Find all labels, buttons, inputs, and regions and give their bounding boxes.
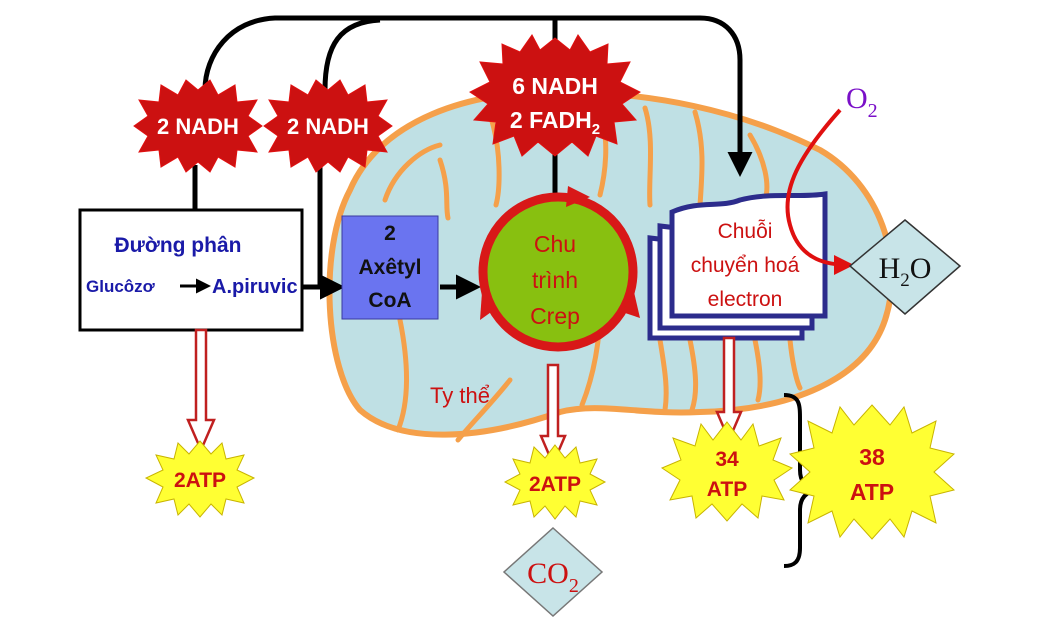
krebs-products-line2: 2 FADH2 bbox=[510, 107, 600, 138]
atp-star-glycolysis bbox=[144, 440, 256, 518]
atp-etc-line2: ATP bbox=[707, 478, 747, 501]
mitochondrion-label: Ty thể bbox=[430, 383, 490, 408]
glucose-label: Glucôzơ bbox=[86, 277, 156, 296]
krebs-products-star bbox=[469, 34, 641, 157]
acetyl-coa-line1: 2 bbox=[384, 222, 396, 245]
nadh-acetyl-label: 2 NADH bbox=[287, 114, 369, 139]
acetyl-coa-line2: Axêtyl bbox=[358, 256, 421, 279]
etc-line1: Chuỗi bbox=[718, 220, 773, 243]
krebs-cycle-arrowheads bbox=[480, 186, 640, 320]
water-label: H2O bbox=[879, 252, 932, 291]
co2-label: CO2 bbox=[527, 557, 579, 597]
atp-star-total bbox=[788, 404, 956, 540]
pyruvic-acid-label: A.piruvic bbox=[212, 276, 298, 298]
atp-krebs-label: 2ATP bbox=[529, 473, 581, 496]
oxygen-label: O2 bbox=[846, 82, 878, 122]
acetyl-coa-box bbox=[341, 215, 439, 320]
nadh-star-glycolysis bbox=[133, 79, 263, 173]
atp-glycolysis-label: 2ATP bbox=[174, 469, 226, 492]
etc-line3: electron bbox=[708, 288, 783, 311]
krebs-cycle-line1: Chu bbox=[534, 231, 576, 257]
krebs-cycle-line2: trình bbox=[532, 267, 578, 293]
atp-total-line1: 38 bbox=[859, 444, 885, 470]
glycolysis-title: Đường phân bbox=[115, 234, 242, 257]
oxygen-arrow bbox=[785, 108, 854, 275]
atp-star-krebs bbox=[503, 444, 607, 520]
etc-line2: chuyển hoá bbox=[691, 254, 800, 277]
nadh-glycolysis-label: 2 NADH bbox=[157, 114, 239, 139]
krebs-products-line1: 6 NADH bbox=[512, 73, 598, 99]
co2-diamond bbox=[502, 526, 604, 618]
atp-release-arrows bbox=[186, 328, 743, 468]
electron-transport-chain bbox=[647, 191, 828, 341]
atp-total-line2: ATP bbox=[850, 479, 894, 505]
krebs-cycle-circle bbox=[478, 192, 638, 352]
krebs-cycle-line3: Crep bbox=[530, 303, 580, 329]
nadh-connector-lines bbox=[192, 15, 753, 300]
atp-star-etc bbox=[660, 421, 794, 522]
atp-etc-line1: 34 bbox=[715, 448, 739, 471]
glycolysis-box bbox=[78, 208, 304, 332]
acetyl-coa-line3: CoA bbox=[368, 289, 411, 312]
nadh-star-acetyl bbox=[263, 79, 393, 173]
water-diamond bbox=[848, 219, 962, 315]
